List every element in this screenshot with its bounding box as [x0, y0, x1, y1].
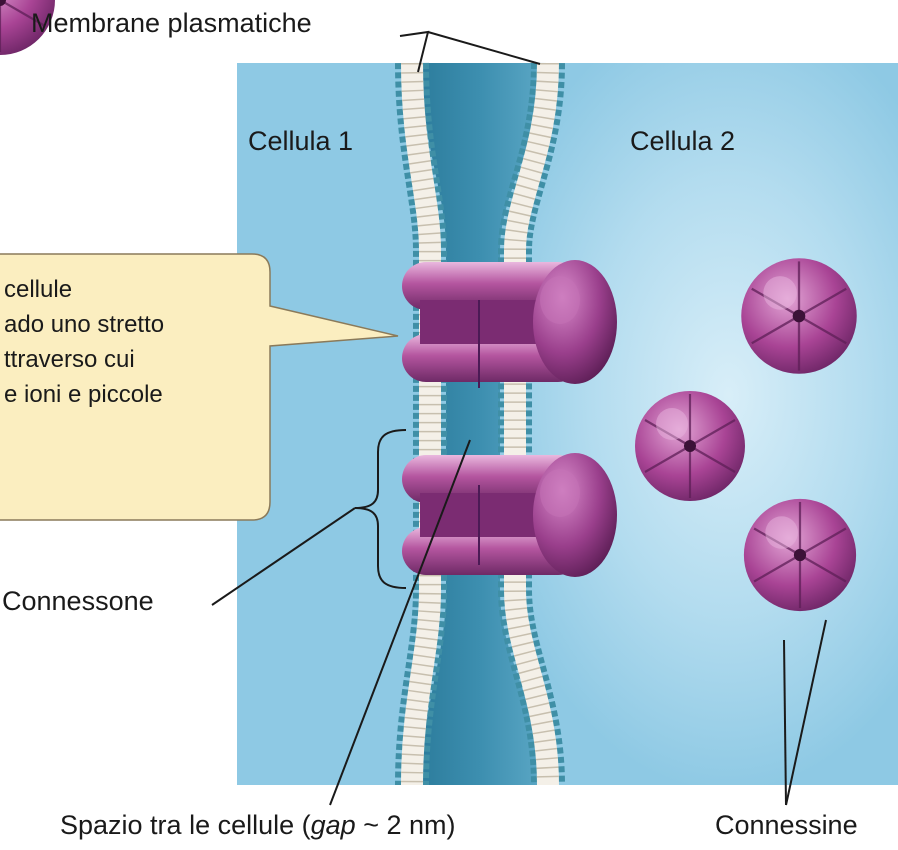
- callout-line-2: ado uno stretto: [4, 307, 259, 342]
- membrane-label: Membrane plasmatiche: [31, 10, 312, 37]
- gap-label-suffix: ~ 2 nm): [356, 810, 456, 840]
- cell-background: [237, 63, 898, 785]
- connexon-top-view-3: [744, 499, 856, 611]
- membrane-left: [412, 63, 430, 785]
- gap-label: Spazio tra le cellule (gap ~ 2 nm): [60, 812, 455, 839]
- callout-line-4: e ioni e piccole: [4, 377, 259, 412]
- callout-text: cellule ado uno stretto ttraverso cui e …: [4, 272, 259, 412]
- gap-label-word: gap: [311, 810, 356, 840]
- callout-line-1: cellule: [4, 272, 259, 307]
- connexon-channel-upper: [402, 260, 617, 388]
- connexon-top-view-2: [635, 391, 745, 501]
- gap-label-prefix: Spazio tra le cellule (: [60, 810, 311, 840]
- cell-1-label: Cellula 1: [248, 128, 353, 155]
- connexins-label: Connessine: [715, 812, 858, 839]
- callout-line-3: ttraverso cui: [4, 342, 259, 377]
- connexon-label: Connessone: [2, 588, 154, 615]
- connexon-top-view-1: [741, 258, 857, 374]
- connexon-channel-lower: [402, 453, 617, 577]
- cell-2-label: Cellula 2: [630, 128, 735, 155]
